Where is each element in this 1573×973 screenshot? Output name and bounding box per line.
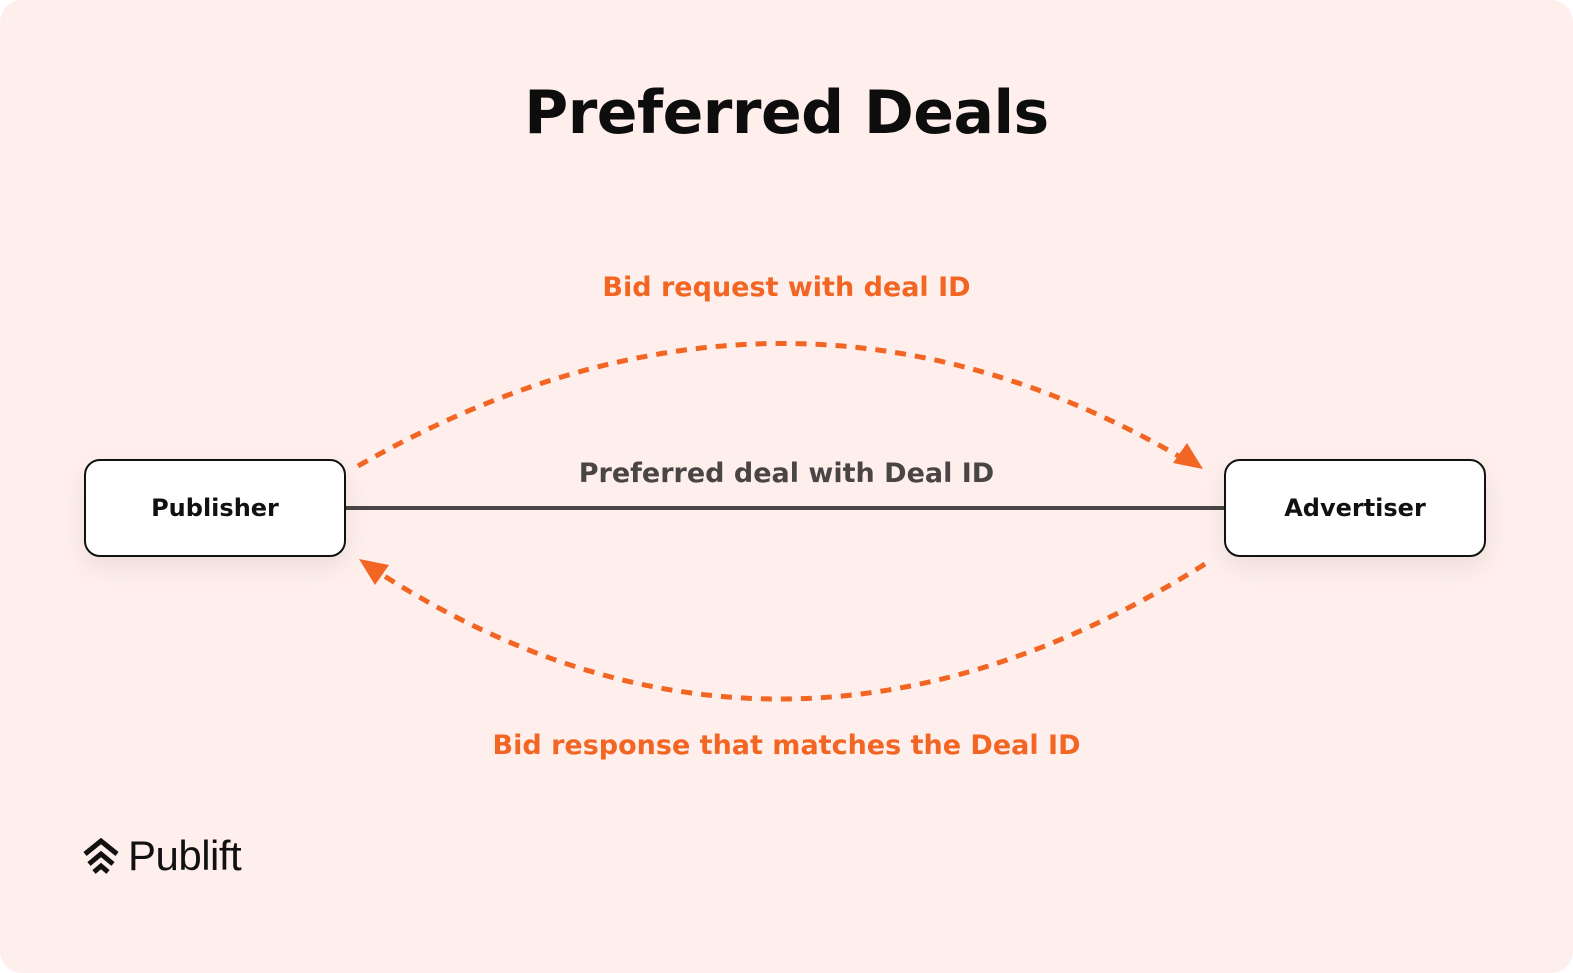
bid-response-arrow — [376, 561, 1207, 702]
chevrons-up-icon — [83, 838, 119, 874]
diagram-title: Preferred Deals — [524, 78, 1049, 148]
publisher-node-label: Publisher — [151, 494, 279, 522]
advertiser-node-label: Advertiser — [1284, 494, 1426, 522]
bid-request-arrow — [356, 340, 1184, 469]
bid-response-label: Bid response that matches the Deal ID — [492, 730, 1081, 761]
advertiser-node: Advertiser — [1224, 459, 1486, 557]
bid-request-arrowhead — [1173, 443, 1203, 469]
publisher-node: Publisher — [84, 459, 346, 557]
bid-request-label: Bid request with deal ID — [602, 272, 971, 303]
publift-logo: Publift — [82, 828, 242, 884]
brand-name: Publift — [128, 832, 242, 879]
bid-response-arrowhead — [359, 559, 389, 585]
preferred-deal-label: Preferred deal with Deal ID — [578, 458, 995, 489]
